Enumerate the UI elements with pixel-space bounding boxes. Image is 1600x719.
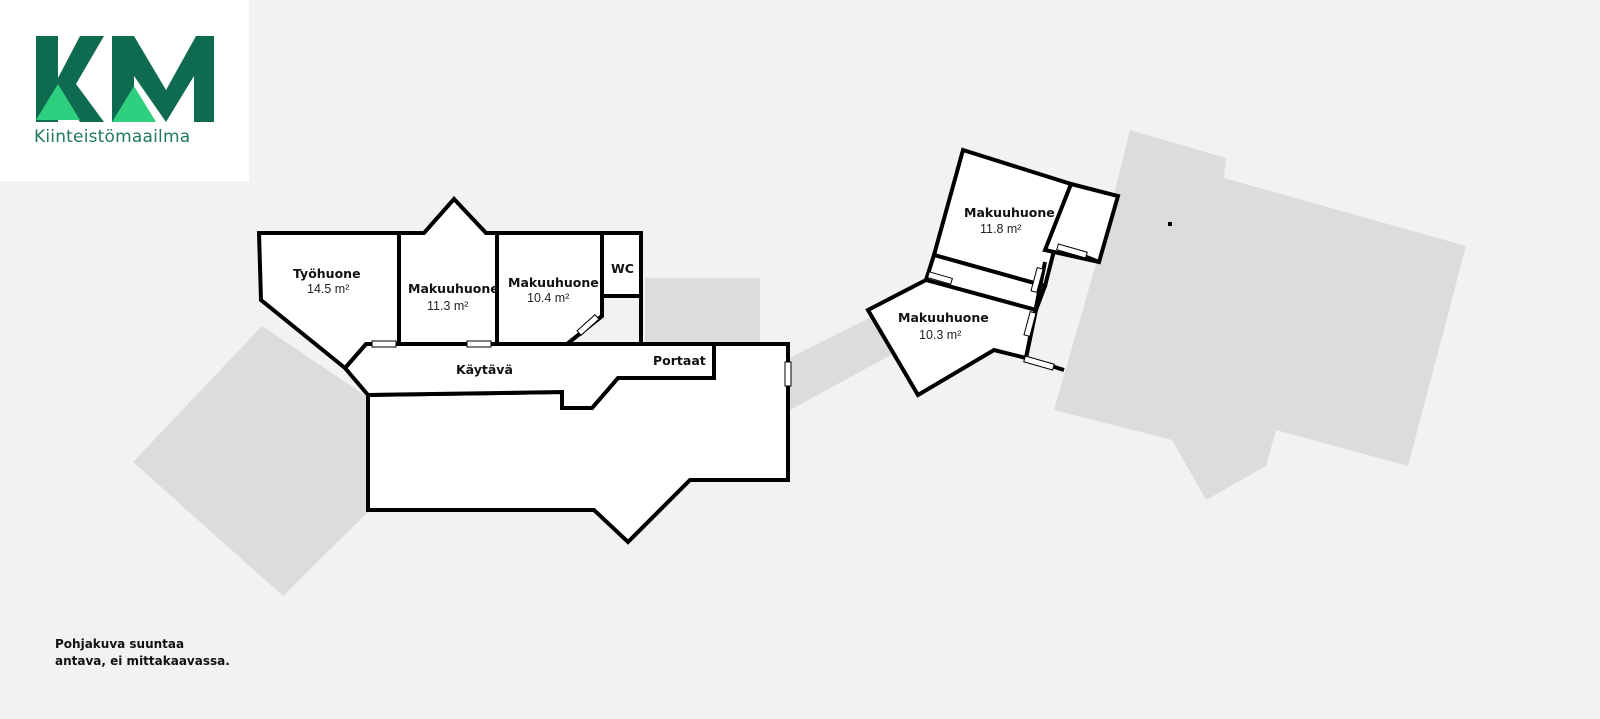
makuuhuone1-name: Makuuhuone [408,281,499,296]
makuuhuone4-name: Makuuhuone [898,310,989,325]
logo-wordmark: Kiinteistömaailma [34,127,191,147]
door-tyohuone [371,340,397,348]
disclaimer-line-1: Pohjakuva suuntaa [55,637,185,651]
kaytava-name: Käytävä [456,362,513,377]
connector-shadow [785,305,900,410]
makuuhuone4-area: 10.3 m² [919,328,961,342]
makuuhuone3-area: 11.8 m² [980,222,1021,236]
door-lower-right [1023,355,1055,371]
portaat-name: Portaat [653,353,706,368]
logo: Kiinteistömaailma [0,0,249,181]
surrounding-shadows [133,130,1466,596]
center-shadow [645,278,760,342]
door-makuuhuone1 [466,340,492,348]
marker-dot [1168,222,1172,226]
door-hallway-right [927,271,953,285]
right-building-shadow [1054,130,1466,500]
left-building [256,196,790,545]
disclaimer-note: Pohjakuva suuntaa antava, ei mittakaavas… [55,636,230,670]
room-labels: Työhuone 14.5 m² Makuuhuone 11.3 m² Maku… [293,205,1055,377]
right-building [865,147,1121,398]
tyohuone-name: Työhuone [293,266,361,281]
makuuhuone2-name: Makuuhuone [508,275,599,290]
wc-name: WC [611,261,634,276]
openings [371,222,1172,387]
tyohuone-area: 14.5 m² [307,282,349,296]
makuuhuone1-room [397,196,499,346]
makuuhuone3-name: Makuuhuone [964,205,1055,220]
makuuhuone2-area: 10.4 m² [527,291,569,305]
km-logo-mark [36,36,214,122]
door-closet [1030,267,1044,293]
window-hall [784,361,792,387]
door-makuuhuone3 [1056,243,1088,259]
door-makuuhuone4 [1023,311,1037,337]
disclaimer-line-2: antava, ei mittakaavassa. [55,654,230,668]
makuuhuone1-area: 11.3 m² [427,299,468,313]
left-terrace-shadow [133,326,372,596]
door-makuuhuone2 [576,314,600,336]
